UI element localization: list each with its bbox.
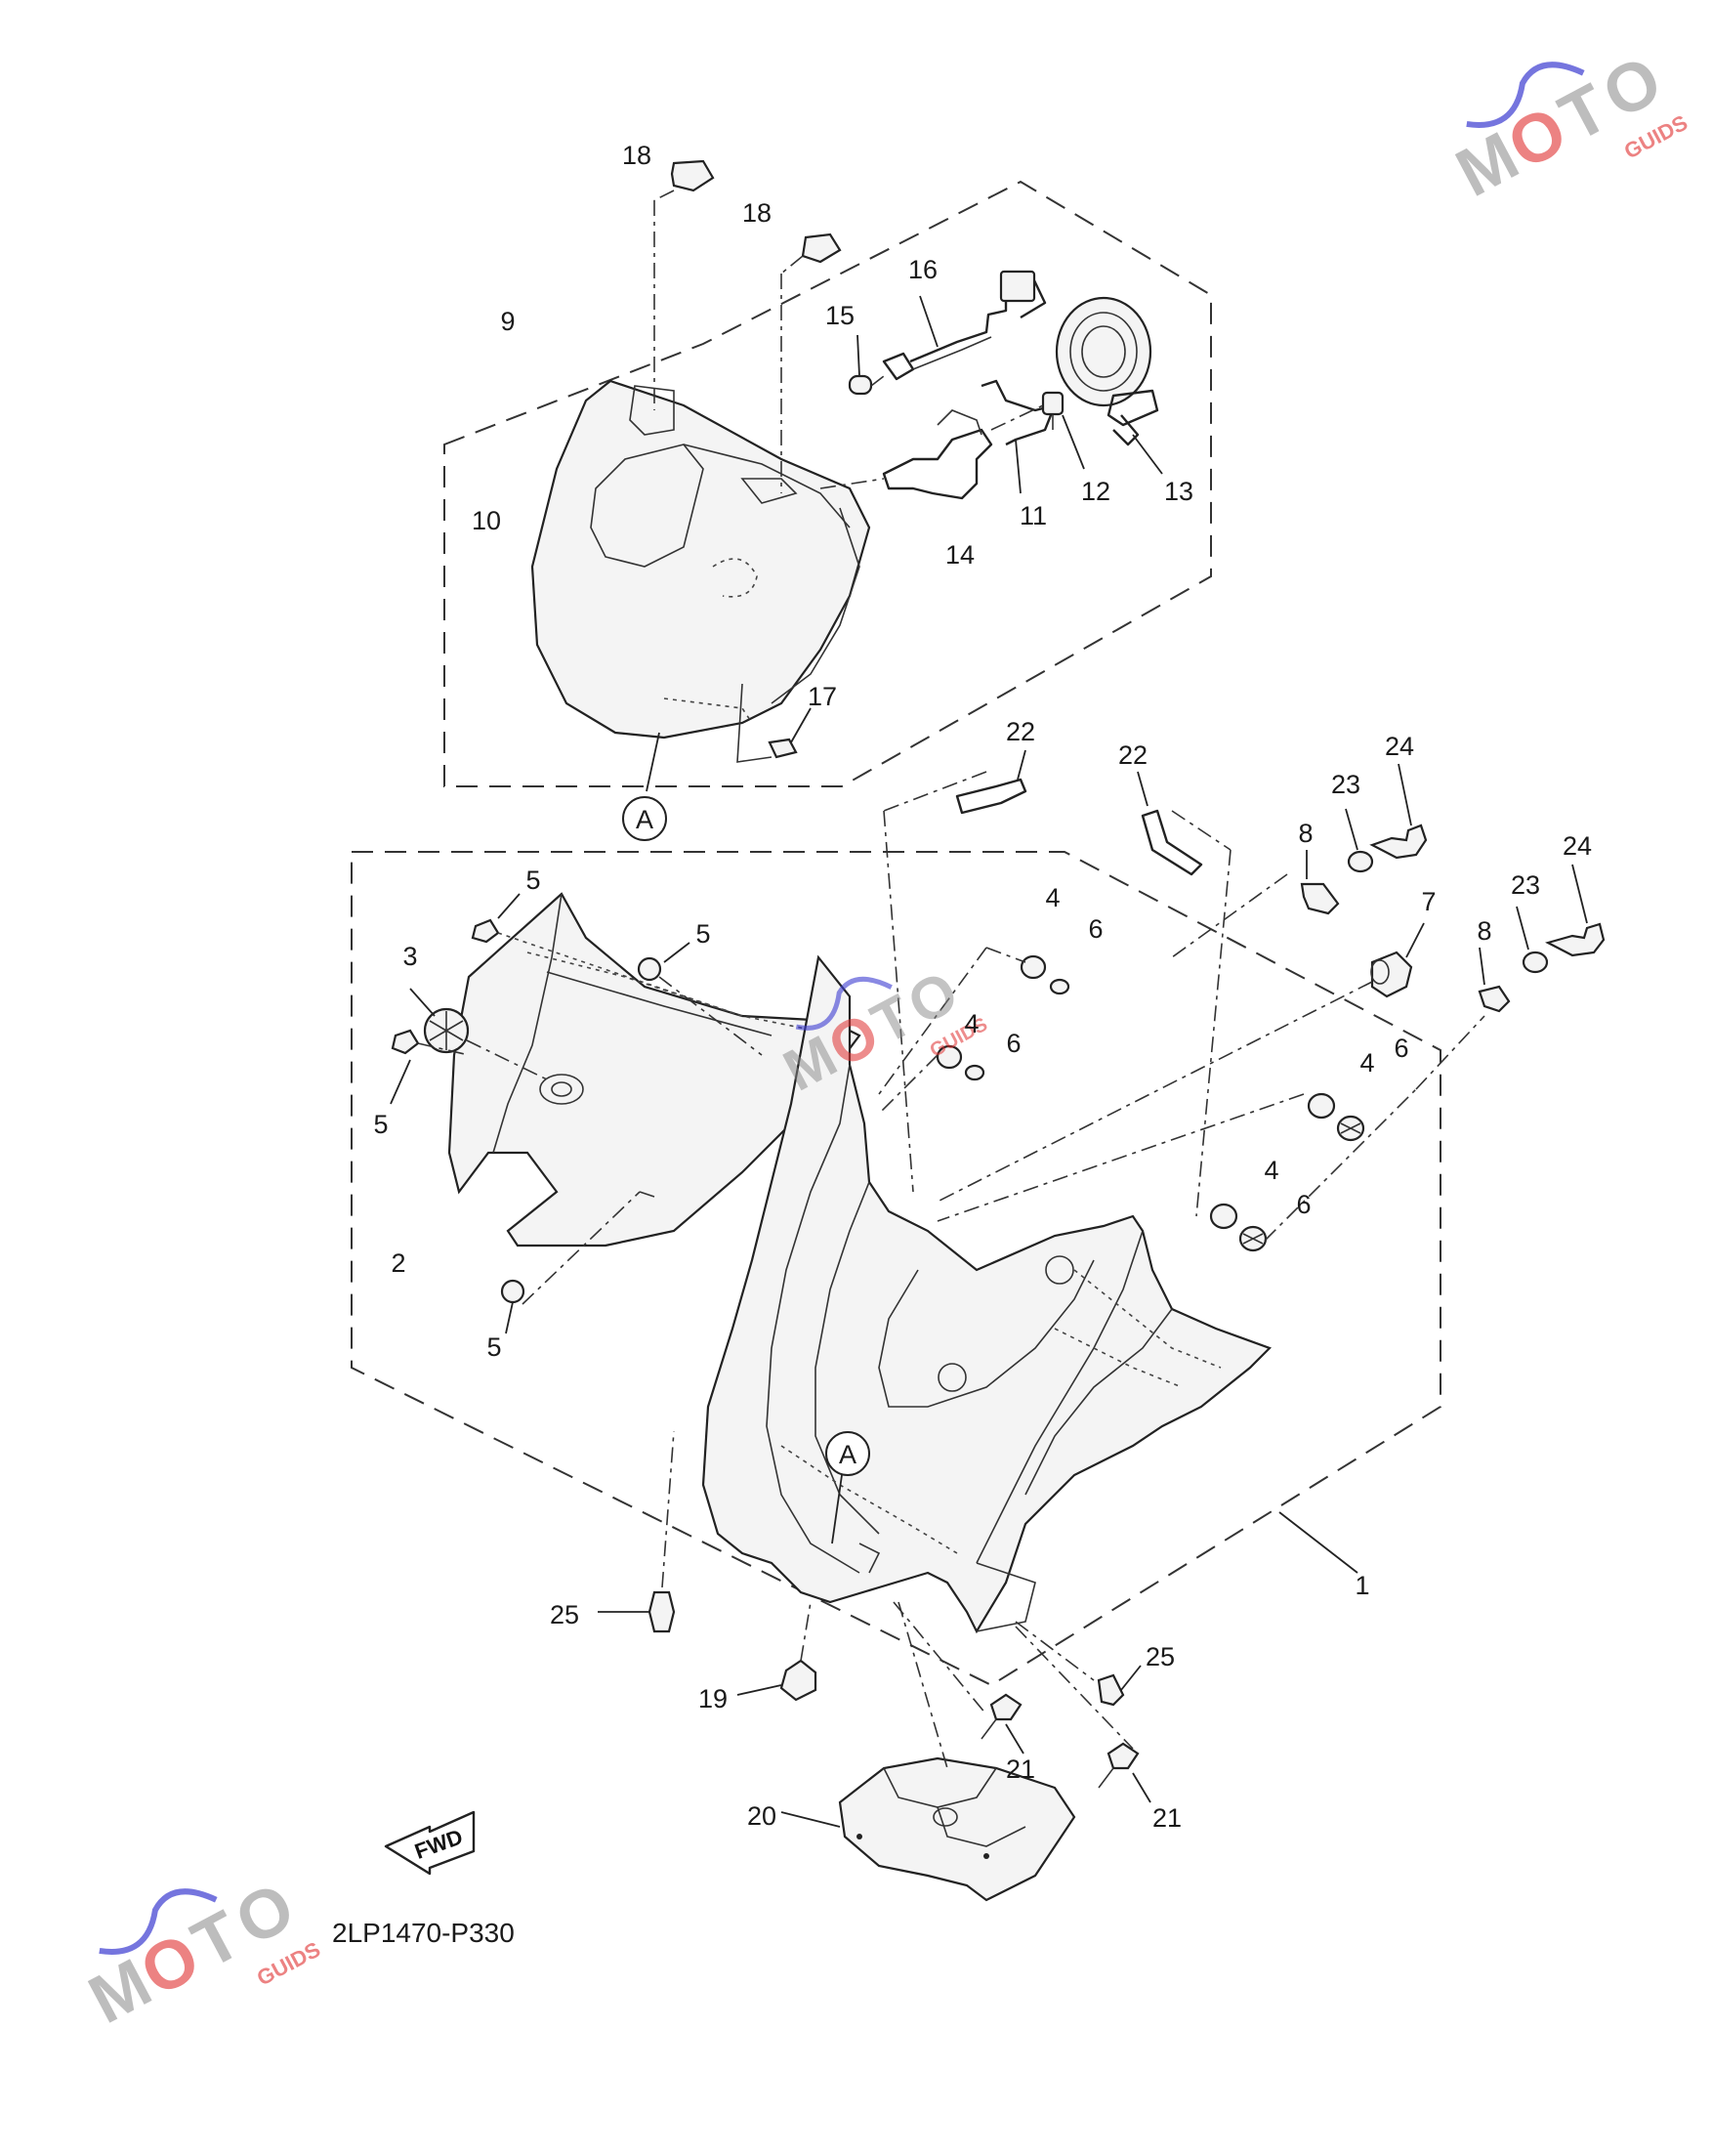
washer-23a [1345,808,1374,873]
clip-18-upper [653,159,715,410]
lower-fasteners [598,1430,1151,1902]
callout: 5 [525,866,540,895]
cowl-group: A [351,749,1606,1687]
rivet-5a [471,893,743,1017]
diagram-code: 2LP1470-P330 [332,1918,515,1948]
callout: 6 [1296,1190,1311,1219]
callout: 9 [500,307,515,336]
headlight-assembly-group: A [443,159,1212,841]
callout: 4 [964,1009,979,1038]
ref-marker-a-bottom: A [825,1431,870,1544]
callout: 22 [1118,740,1148,770]
washer-23b [1516,906,1549,974]
clip-19 [736,1601,817,1702]
screw-21b [1015,1626,1151,1803]
callout: 4 [1045,883,1060,912]
bolt-24a [1369,763,1428,860]
dust-cover [1055,296,1163,475]
callout: 14 [945,540,975,570]
watermark-logo-top-right: M O T O GUIDS [1444,41,1692,211]
callout: 4 [1359,1048,1374,1078]
svg-text:A: A [839,1440,856,1469]
screw-25a [598,1430,676,1633]
callout: 23 [1331,770,1360,799]
nut-4b [878,1044,985,1115]
callout: 1 [1355,1571,1369,1600]
callout: 22 [1006,717,1035,746]
under-cover [780,1601,1076,1902]
bracket-8b [1478,947,1511,1013]
nut-4a [878,947,1070,1095]
socket-lead [882,270,1047,381]
callout: 12 [1081,477,1110,506]
watermark-logo-bottom-left: M O T O GUIDS [77,1868,325,2038]
bolt-12 [990,391,1085,470]
callout: 21 [1152,1803,1182,1833]
callout: 24 [1385,732,1414,761]
callout: 10 [472,506,501,535]
headlight-unit [530,379,871,740]
bulb [819,409,993,500]
position-bulb [848,334,885,396]
screw-21a [893,1601,1024,1754]
windscreen [447,892,861,1247]
callout: 6 [1006,1029,1021,1058]
grommet-22b [1137,771,1232,1217]
rivet-5c [390,1029,470,1105]
callout: 5 [373,1110,388,1139]
callout: 6 [1088,914,1103,944]
bracket-8a [1171,850,1340,958]
callout: 2 [391,1248,405,1278]
callout: 25 [1146,1642,1175,1671]
screw-25b [1015,1621,1142,1707]
callout: 19 [698,1684,728,1713]
callout: 16 [908,255,938,284]
bolt-24b [1545,864,1606,957]
callout: 4 [1264,1156,1278,1185]
callout: 6 [1394,1034,1408,1063]
clip-17 [736,683,812,763]
nut-4d [1209,1015,1485,1252]
callout: 18 [622,141,651,170]
callout: 23 [1511,870,1540,900]
callout: 21 [1006,1754,1035,1784]
ref-marker-a-top: A [622,796,667,841]
callout: 24 [1563,831,1592,861]
clip-18-lower [780,233,842,493]
damper-7 [937,922,1425,1203]
callout: 7 [1421,887,1436,916]
grommet-3 [409,988,548,1080]
svg-text:A: A [636,805,653,834]
callout: 13 [1164,477,1193,506]
callout: 8 [1477,916,1491,946]
nut-4c [937,1092,1365,1222]
rivet-5d [500,1191,655,1334]
callout: 3 [402,942,417,971]
callout: 5 [695,919,710,949]
callout: 15 [825,301,855,330]
callout: 11 [1020,501,1047,530]
rivet-5b [637,942,763,1056]
callout: 17 [808,682,837,711]
callout: 20 [747,1801,776,1831]
callout: 5 [486,1332,501,1362]
callout: 18 [742,198,772,228]
callout-labels: 1 2 3 4 4 4 4 5 5 5 5 6 6 6 6 7 8 8 9 10… [373,141,1592,1833]
fwd-arrow: FWD [384,1810,476,1876]
callout: 8 [1298,819,1313,848]
grommet-22a [883,749,1027,1193]
callout: 25 [550,1600,579,1629]
